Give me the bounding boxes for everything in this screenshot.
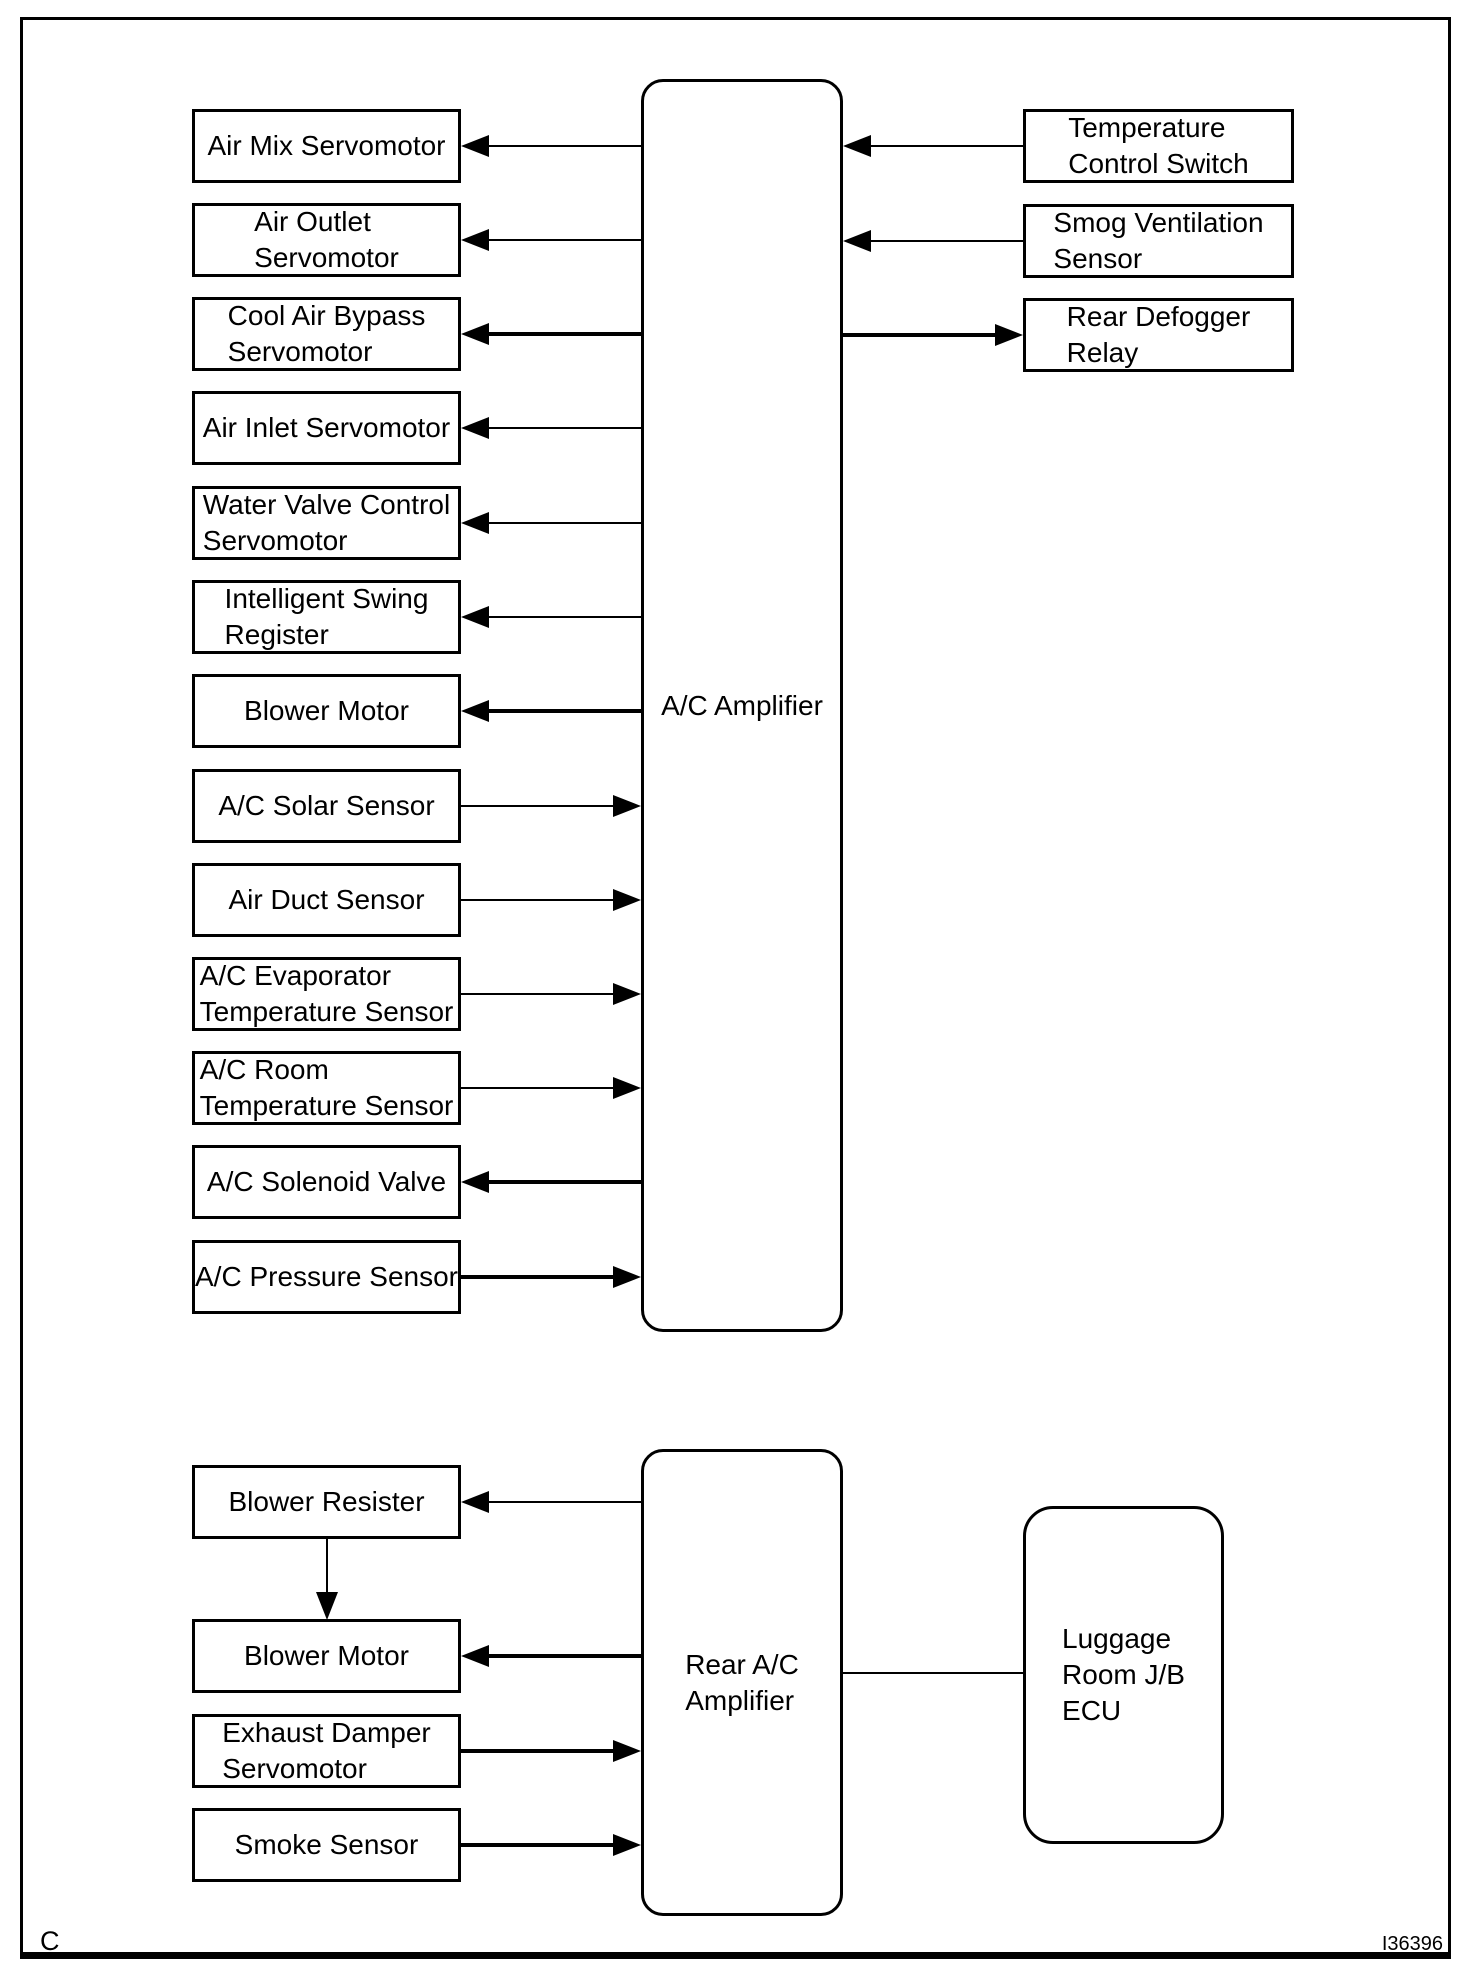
arrow-cool-air-bypass-servomotor bbox=[461, 323, 641, 345]
node-temperature-control-switch: Temperature Control Switch bbox=[1023, 109, 1294, 183]
node-blower-resister: Blower Resister bbox=[192, 1465, 461, 1539]
node-label: Water Valve Control Servomotor bbox=[202, 489, 451, 556]
arrow-blower-resister bbox=[461, 1491, 641, 1513]
arrow-water-valve-control-servomotor bbox=[461, 512, 641, 534]
arrow-exhaust-damper-servomotor bbox=[461, 1740, 641, 1762]
arrow-ac-pressure-sensor bbox=[461, 1266, 641, 1288]
page-border bbox=[20, 17, 1451, 1959]
node-label: A/C Solar Sensor bbox=[218, 790, 435, 822]
arrow-air-inlet-servomotor bbox=[461, 417, 641, 439]
arrow-ac-room-temperature-sensor bbox=[461, 1077, 641, 1099]
node-label: Air Inlet Servomotor bbox=[202, 412, 451, 444]
node-label: A/C Evaporator Temperature Sensor bbox=[199, 960, 454, 1027]
page-corner-letter: C bbox=[40, 1926, 60, 1956]
node-ac-solenoid-valve: A/C Solenoid Valve bbox=[192, 1145, 461, 1219]
node-label: A/C Solenoid Valve bbox=[206, 1166, 447, 1198]
node-label: A/C Pressure Sensor bbox=[195, 1261, 458, 1293]
arrow-ac-evaporator-temperature-sensor bbox=[461, 983, 641, 1005]
ac-amplifier-label: A/C Amplifier bbox=[661, 689, 823, 721]
node-ac-room-temperature-sensor: A/C Room Temperature Sensor bbox=[192, 1051, 461, 1125]
arrow-blower-motor bbox=[461, 700, 641, 722]
node-label: Cool Air Bypass Servomotor bbox=[227, 300, 426, 367]
node-air-duct-sensor: Air Duct Sensor bbox=[192, 863, 461, 937]
node-rear-blower-motor: Blower Motor bbox=[192, 1619, 461, 1693]
arrow-air-outlet-servomotor bbox=[461, 229, 641, 251]
node-label: A/C Room Temperature Sensor bbox=[199, 1054, 454, 1121]
arrow-ac-solenoid-valve bbox=[461, 1171, 641, 1193]
node-label: Air Mix Servomotor bbox=[207, 130, 446, 162]
figure-id: I36396 bbox=[1381, 1933, 1443, 1955]
arrow-air-mix-servomotor bbox=[461, 135, 641, 157]
node-label: Exhaust Damper Servomotor bbox=[222, 1717, 431, 1784]
node-smog-ventilation-sensor: Smog Ventilation Sensor bbox=[1023, 204, 1294, 278]
arrow-ac-solar-sensor bbox=[461, 795, 641, 817]
arrow-smoke-sensor bbox=[461, 1834, 641, 1856]
node-ac-evaporator-temperature-sensor: A/C Evaporator Temperature Sensor bbox=[192, 957, 461, 1031]
node-label: Smog Ventilation Sensor bbox=[1053, 207, 1264, 274]
node-intelligent-swing-register: Intelligent Swing Register bbox=[192, 580, 461, 654]
node-rear-ac-amplifier: Rear A/C Amplifier bbox=[641, 1449, 843, 1916]
arrow-air-duct-sensor bbox=[461, 889, 641, 911]
luggage-room-jb-ecu-label: Luggage Room J/B ECU bbox=[1062, 1623, 1185, 1726]
node-ac-amplifier: A/C Amplifier bbox=[641, 79, 843, 1332]
node-label: Intelligent Swing Register bbox=[224, 583, 429, 650]
node-air-inlet-servomotor: Air Inlet Servomotor bbox=[192, 391, 461, 465]
node-label: Air Duct Sensor bbox=[228, 884, 425, 916]
node-label: Blower Motor bbox=[244, 1640, 409, 1672]
node-water-valve-control-servomotor: Water Valve Control Servomotor bbox=[192, 486, 461, 560]
node-ac-solar-sensor: A/C Solar Sensor bbox=[192, 769, 461, 843]
node-luggage-room-jb-ecu: Luggage Room J/B ECU bbox=[1023, 1506, 1224, 1844]
arrow-rear-defogger-relay bbox=[843, 324, 1023, 346]
node-cool-air-bypass-servomotor: Cool Air Bypass Servomotor bbox=[192, 297, 461, 371]
node-label: Blower Motor bbox=[244, 695, 409, 727]
node-label: Air Outlet Servomotor bbox=[254, 206, 399, 273]
node-air-mix-servomotor: Air Mix Servomotor bbox=[192, 109, 461, 183]
node-label: Rear Defogger Relay bbox=[1066, 301, 1251, 368]
node-exhaust-damper-servomotor: Exhaust Damper Servomotor bbox=[192, 1714, 461, 1788]
rear-ac-amplifier-label: Rear A/C Amplifier bbox=[685, 1648, 799, 1716]
node-label: Temperature Control Switch bbox=[1068, 112, 1249, 179]
node-label: Blower Resister bbox=[228, 1486, 425, 1518]
node-ac-pressure-sensor: A/C Pressure Sensor bbox=[192, 1240, 461, 1314]
arrow-blower-resister-to-blower-motor bbox=[316, 1539, 338, 1620]
arrow-smog-ventilation-sensor bbox=[843, 230, 1023, 252]
arrow-temperature-control-switch bbox=[843, 135, 1023, 157]
arrow-intelligent-swing-register bbox=[461, 606, 641, 628]
node-rear-defogger-relay: Rear Defogger Relay bbox=[1023, 298, 1294, 372]
node-air-outlet-servomotor: Air Outlet Servomotor bbox=[192, 203, 461, 277]
node-blower-motor: Blower Motor bbox=[192, 674, 461, 748]
node-smoke-sensor: Smoke Sensor bbox=[192, 1808, 461, 1882]
node-label: Smoke Sensor bbox=[234, 1829, 419, 1861]
arrow-rear-blower-motor bbox=[461, 1645, 641, 1667]
